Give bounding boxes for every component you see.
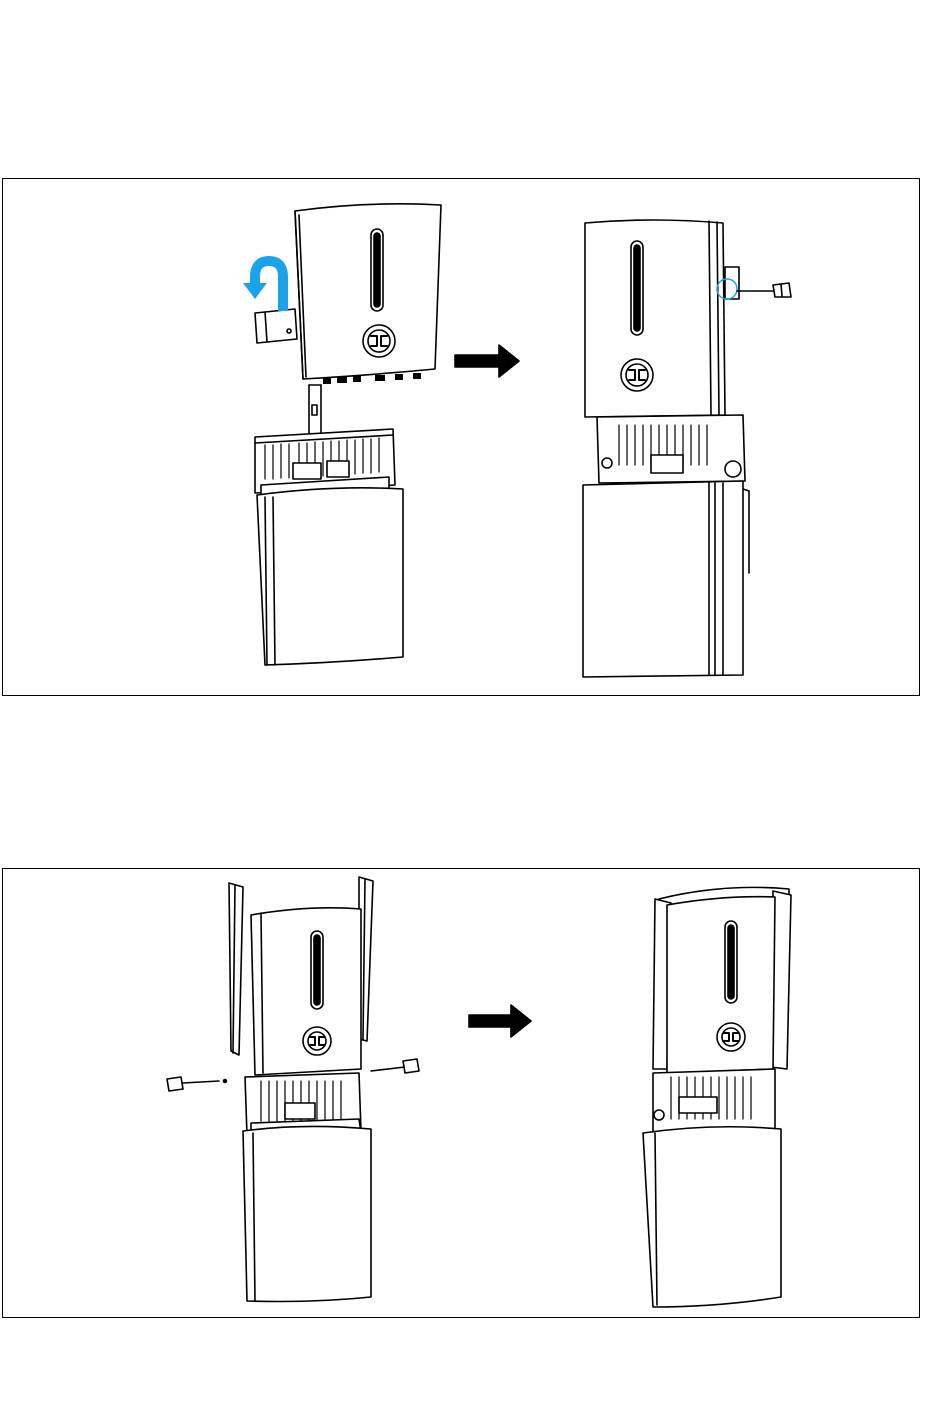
connection-base-right (597, 415, 745, 483)
screw-icon (167, 1077, 227, 1091)
panel-2-drawing (3, 869, 919, 1317)
wall-bracket (255, 309, 297, 343)
inverter-unit-exploded (251, 908, 361, 1075)
arrow-right-icon (455, 345, 519, 377)
side-cover-left (229, 883, 243, 1055)
step-panel-1 (2, 178, 920, 696)
screw-icon (371, 1059, 419, 1073)
arrow-right-icon (469, 1005, 531, 1037)
connection-base-left (255, 429, 395, 497)
step-panel-2 (2, 868, 920, 1318)
battery-module-exploded (243, 1126, 371, 1301)
screw-icon (737, 283, 791, 297)
side-bracket (725, 267, 739, 299)
inverter-unit-seated (585, 220, 725, 417)
assembled-system (643, 887, 791, 1307)
u-turn-arrow-icon (243, 261, 283, 311)
battery-module-right (583, 481, 749, 677)
inverter-unit-lifted (295, 204, 441, 384)
mounting-rail (309, 385, 321, 435)
battery-module-left (257, 488, 403, 665)
panel-1-drawing (3, 179, 919, 695)
